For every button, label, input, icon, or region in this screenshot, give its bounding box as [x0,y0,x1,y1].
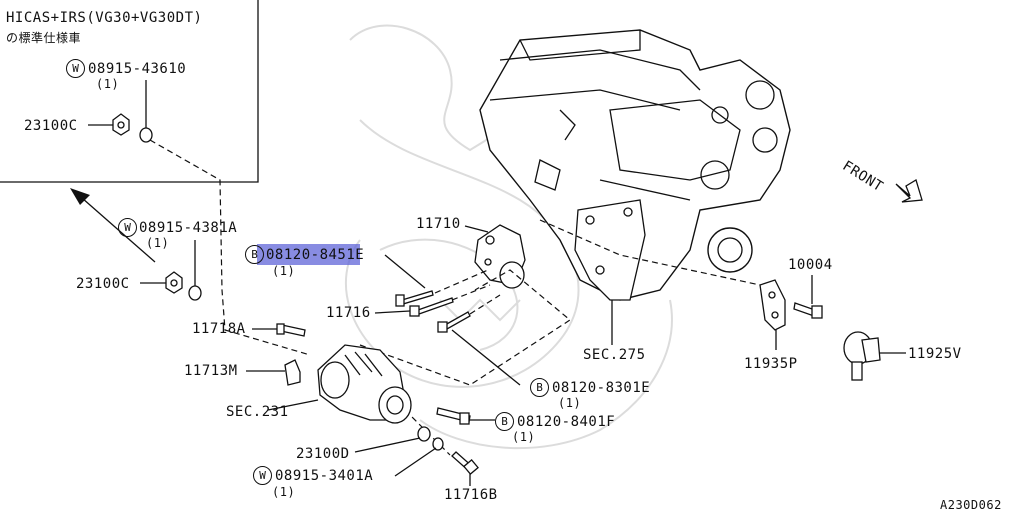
label-11716[interactable]: 11716 [326,305,371,321]
label-08915-4381a[interactable]: 08915-4381A [139,220,238,236]
label-08120-8401f[interactable]: 08120-8401F [517,414,616,430]
bolt-code-icon: B [245,245,264,264]
label-11710[interactable]: 11710 [416,216,461,232]
label-23100c[interactable]: 23100C [76,276,130,292]
label-08120-8301e-qty: (1) [558,396,582,410]
inset-subtitle: の標準仕様車 [6,31,82,45]
washer-code-icon: W [253,466,272,485]
diagram-id: A230D062 [940,498,1002,512]
bolt-11716b [451,451,479,486]
label-08120-8451e-qty: (1) [272,264,296,278]
bolt-code-icon: B [495,412,514,431]
label-11713m[interactable]: 11713M [184,363,238,379]
inset-washer-part[interactable]: 08915-43610 [88,61,187,77]
label-11716b[interactable]: 11716B [444,487,498,503]
bolt-code-icon: B [530,378,549,397]
bolt-08120-8401f [436,407,495,425]
label-11935p[interactable]: 11935P [744,356,798,372]
label-23100d[interactable]: 23100D [296,446,350,462]
bolt-10004 [793,275,823,319]
bracket-11710 [464,224,526,289]
bracket-11935p [759,279,786,350]
guide-line-engine [539,219,761,286]
nut-23100c [140,271,183,294]
guide-line-bolts [434,269,501,315]
washer-code-icon: W [66,59,85,78]
engine-block [479,29,791,301]
bolt-08120-8301e [437,311,521,386]
bolt-08120-8451e [384,254,434,307]
label-sec-275[interactable]: SEC.275 [583,347,646,363]
alternator [267,344,412,424]
bolt-11716 [374,297,454,317]
engine-bracket [574,199,646,345]
inset-washer [139,80,153,143]
washer-23100d [354,426,431,453]
front-arrow-icon [895,179,923,203]
label-08915-3401a-qty: (1) [272,485,296,499]
label-08120-8451e[interactable]: 08120-8451E [266,247,365,263]
label-sec-231[interactable]: SEC.231 [226,404,289,420]
inset-washer-qty: (1) [96,77,120,91]
label-11718a[interactable]: 11718A [192,321,246,337]
label-10004[interactable]: 10004 [788,257,833,273]
washer-08915-3401a [394,437,444,477]
bolt-11718a [252,323,306,337]
washer-code-icon: W [118,218,137,237]
guide-line-inset [149,139,311,356]
highlight-box [257,244,360,265]
inset-nut [88,113,130,136]
label-08915-4381a-qty: (1) [146,236,170,250]
washer-08915-4381a [188,240,202,301]
inset-nut-part[interactable]: 23100C [24,118,78,134]
label-08915-3401a[interactable]: 08915-3401A [275,468,374,484]
inset-title: HICAS+IRS(VG30+VG30DT) [6,10,203,26]
label-11925v[interactable]: 11925V [908,346,962,362]
label-08120-8301e[interactable]: 08120-8301E [552,380,651,396]
sensor-11925v [843,331,906,381]
spacer-11713m [246,359,301,386]
inset-frame [0,0,259,183]
label-08120-8401f-qty: (1) [512,430,536,444]
